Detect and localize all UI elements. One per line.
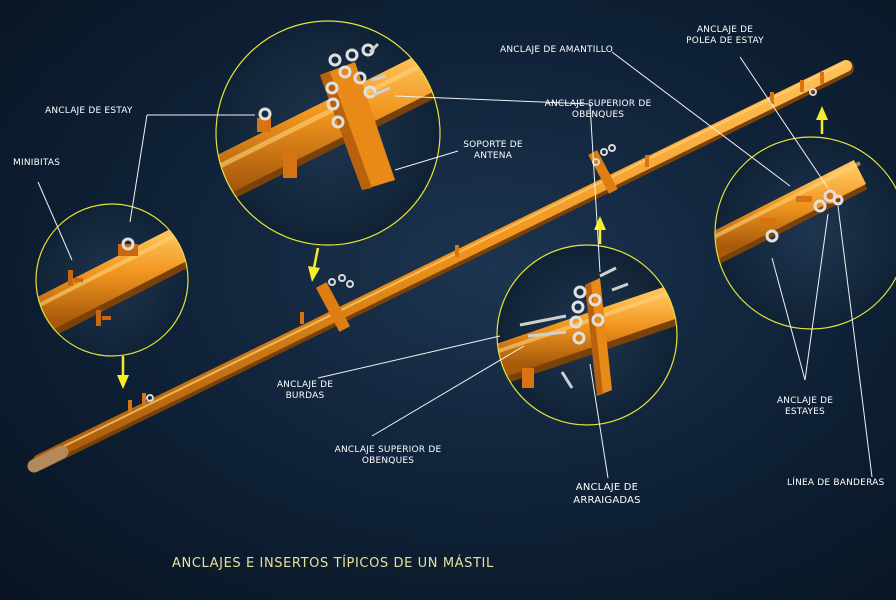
- label-estayes: ANCLAJE DE ESTAYES: [770, 396, 840, 418]
- label-burdas-line1: ANCLAJE DE: [276, 380, 334, 390]
- zoom-right-masthead: [714, 136, 896, 330]
- label-polea-estay-line2: POLEA DE ESTAY: [686, 36, 764, 46]
- label-linea-banderas: LÍNEA DE BANDERAS: [787, 478, 885, 488]
- label-anclaje-amantillo: ANCLAJE DE AMANTILLO: [500, 45, 613, 55]
- label-obenques-inferior: ANCLAJE SUPERIOR DE OBENQUES: [330, 445, 446, 467]
- label-arraigadas: ANCLAJE DE ARRAIGADAS: [562, 481, 652, 507]
- label-polea-estay: ANCLAJE DE POLEA DE ESTAY: [680, 25, 770, 47]
- label-anclaje-estay: ANCLAJE DE ESTAY: [45, 106, 133, 116]
- image-title: ANCLAJES E INSERTOS TÍPICOS DE UN MÁSTIL: [172, 556, 494, 571]
- zoom-arrows: [117, 106, 828, 389]
- label-soporte-antena-line2: ANTENA: [473, 151, 513, 161]
- label-burdas: ANCLAJE DE BURDAS: [270, 380, 340, 402]
- zoom-mid-spreaders: [496, 244, 678, 426]
- label-estayes-line2: ESTAYES: [785, 407, 825, 417]
- label-soporte-antena: SOPORTE DE ANTENA: [458, 140, 528, 162]
- label-obenques-inferior-line2: OBENQUES: [361, 456, 415, 466]
- main-mast: [27, 60, 854, 473]
- label-obenques-superior-line2: OBENQUES: [571, 110, 625, 120]
- zoom-top-masthead: [215, 20, 441, 246]
- label-soporte-antena-line1: SOPORTE DE: [463, 140, 523, 150]
- label-arraigadas-line1: ANCLAJE DE: [575, 482, 639, 493]
- label-obenques-inferior-line1: ANCLAJE SUPERIOR DE: [334, 445, 442, 455]
- label-estayes-line1: ANCLAJE DE: [776, 396, 834, 406]
- leader-lines: [37, 51, 873, 479]
- zoom-left-minibitas: [35, 203, 189, 357]
- label-minibitas: MINIBITAS: [13, 158, 61, 168]
- label-polea-estay-line1: ANCLAJE DE: [696, 25, 754, 35]
- label-obenques-superior: ANCLAJE SUPERIOR DE OBENQUES: [540, 99, 656, 121]
- label-arraigadas-line2: ARRAIGADAS: [573, 495, 641, 506]
- label-obenques-superior-line1: ANCLAJE SUPERIOR DE: [544, 99, 652, 109]
- label-burdas-line2: BURDAS: [285, 391, 325, 401]
